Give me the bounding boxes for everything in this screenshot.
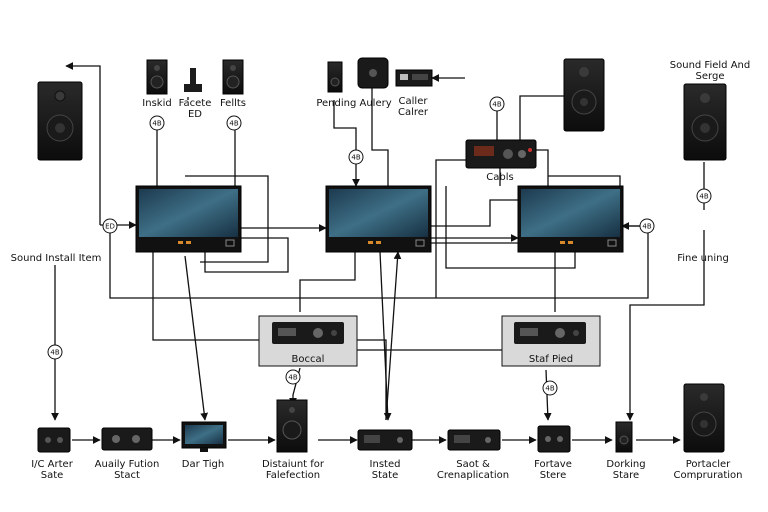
badge: 4B [47,344,63,360]
small-speaker-d [327,61,343,93]
svg-text:4B: 4B [492,101,501,109]
label-bottom-9b: Compruration [673,470,742,481]
bottom-device-5 [357,429,413,451]
label-bottom-4a: Distaiunt for [262,459,325,470]
label-sound-install: Sound Install Item [11,253,102,264]
small-device-b [184,68,202,92]
label-bottom-1b: Sate [41,470,64,481]
label-bottom-7b: Stere [540,470,566,481]
label-bottom-6b: Crenaplication [437,470,509,481]
svg-text:4B: 4B [545,385,554,393]
label-bottom-5a: Insted [370,459,401,470]
svg-text:ED: ED [105,223,115,231]
label-top-left-b2: ED [188,109,202,120]
cable-amplifier [465,139,537,169]
display-3 [517,185,624,253]
label-bottom-8a: Dorking [606,459,645,470]
bottom-speaker-8 [615,421,633,453]
bottom-speaker-9 [683,383,725,453]
connection-wires [51,62,705,444]
label-boccal: Boccal [292,354,325,365]
badge: 4B [348,149,364,165]
badge: 4B [696,188,712,204]
badge: 4B [542,380,558,396]
svg-text:4B: 4B [152,120,161,128]
label-bottom-7a: Fortave [534,459,572,470]
label-cable: Cabls [486,172,513,183]
badge: 4B [226,115,242,131]
badge: 4B [149,115,165,131]
label-bottom-3: Dar Tigh [182,459,224,470]
small-speaker-c [222,59,244,95]
bottom-tablet [181,421,227,452]
label-calrer: Calrer [398,107,429,118]
label-staf-pied: Staf Pied [529,354,573,365]
label-bottom-8b: Stare [613,470,639,481]
staf-pied-box [501,315,601,367]
label-caller: Caller [399,96,429,107]
label-bottom-9a: Portacler [686,459,731,470]
caller-device [395,69,433,87]
label-bottom-2a: Auaily Fution [95,459,160,470]
label-bottom-2b: Stact [114,470,140,481]
label-bottom-1a: I/C Arter [31,459,74,470]
bottom-device-2 [101,427,153,451]
bottom-device-6 [447,429,501,451]
badge: 4B [639,218,655,234]
label-top-left-a: Inskid [142,98,171,109]
label-sound-field-2: Serge [696,71,725,82]
label-top-left-b: Facete [179,98,212,109]
svg-text:4B: 4B [288,374,297,382]
label-bottom-6a: Saot & [456,459,490,470]
label-pending: Pending Aulery [316,98,391,109]
small-speaker-a [146,59,168,95]
label-bottom-4b: Falefection [266,470,320,481]
svg-text:4B: 4B [50,349,59,357]
bottom-device-1 [37,427,71,453]
speaker-top-left [37,81,83,161]
label-top-left-c: Fellts [220,98,246,109]
labels: Inskid Facete ED Fellts Pending Aulery C… [11,60,751,481]
svg-text:4B: 4B [699,193,708,201]
display-2 [325,185,432,253]
label-fine-tuning: Fine uning [677,253,729,264]
label-bottom-5b: State [372,470,398,481]
display-1 [135,185,242,253]
badges: 4B 4B 4B ED 4B 4B 4B 4B 4B 4B [47,96,712,396]
badge: 4B [285,369,301,385]
label-sound-field-1: Sound Field And [670,60,750,71]
speaker-top-right-2 [683,83,727,161]
bottom-device-7 [537,425,571,453]
svg-text:4B: 4B [351,154,360,162]
bottom-speaker-4 [276,399,308,453]
speaker-top-right-1 [563,58,605,132]
boccal-box [258,315,358,367]
svg-text:4B: 4B [642,223,651,231]
square-device [357,57,389,89]
badge: ED [102,218,118,234]
badge: 4B [489,96,505,112]
svg-text:4B: 4B [229,120,238,128]
